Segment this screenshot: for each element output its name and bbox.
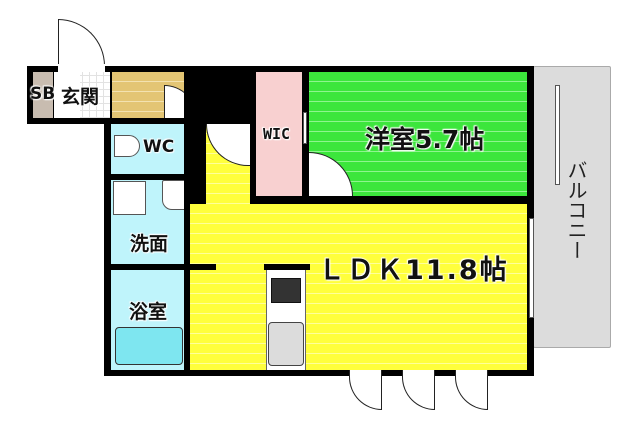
sb-storage (33, 72, 53, 118)
ldk-room (190, 204, 527, 370)
kitchen-wall (264, 264, 310, 270)
wic-label: WIC (263, 125, 291, 143)
balcony-door-3[interactable] (455, 370, 488, 410)
balcony-label: バルコニー (564, 160, 588, 260)
front-door-gap (58, 64, 105, 72)
ldk-label: ＬＤＫ11.8帖 (318, 255, 509, 286)
toilet-icon (114, 135, 140, 157)
balcony-door-2[interactable] (402, 370, 435, 410)
western-room-label: 洋室5.7帖 (365, 125, 485, 154)
bathroom-label: 浴室 (129, 301, 168, 323)
entrance-clean (54, 72, 80, 118)
sb-label: SB (30, 84, 56, 104)
washroom-label: 洗面 (130, 233, 169, 255)
sink-icon (268, 322, 304, 366)
entrance-label: 玄関 (61, 86, 100, 108)
partition-stub (184, 264, 216, 270)
front-door[interactable] (58, 19, 105, 66)
bathtub-icon (115, 327, 183, 365)
stove-icon (271, 278, 301, 303)
western-room-window (555, 85, 560, 185)
wic-room (256, 72, 302, 196)
balcony-door-1[interactable] (349, 370, 382, 410)
ldk-window (529, 218, 534, 318)
balcony (533, 66, 611, 348)
wic-window (303, 112, 307, 144)
washing-machine-icon (113, 181, 146, 215)
wc-label: WC (143, 137, 175, 157)
